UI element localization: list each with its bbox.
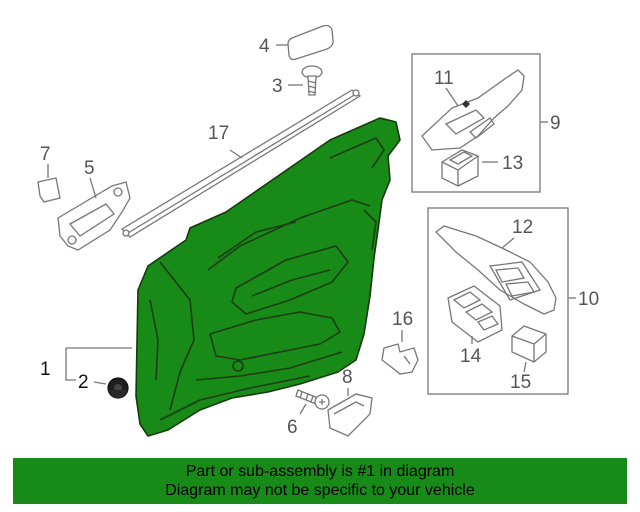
callout-15[interactable]: 15 — [510, 372, 531, 393]
part-1-door-trim-panel[interactable] — [135, 117, 401, 437]
part-6-screw[interactable] — [295, 389, 330, 410]
callout-14[interactable]: 14 — [460, 346, 482, 367]
part-16-bracket[interactable] — [381, 343, 419, 375]
callout-8[interactable]: 8 — [342, 367, 353, 388]
leader-6 — [299, 403, 307, 415]
group-box-9 — [411, 53, 541, 193]
callout-16[interactable]: 16 — [392, 309, 413, 330]
part-17-molding-strip[interactable] — [120, 89, 362, 238]
banner-line-1: Part or sub-assembly is #1 in diagram — [185, 463, 455, 480]
part-12-switch-panel[interactable] — [435, 225, 557, 315]
leader-1 — [65, 347, 132, 381]
part-3-screw[interactable] — [301, 65, 323, 96]
callout-5[interactable]: 5 — [84, 158, 95, 179]
callout-1[interactable]: 1 — [40, 359, 51, 380]
leader-12 — [501, 237, 515, 249]
callout-13[interactable]: 13 — [502, 153, 523, 174]
part-11-switch-bezel[interactable] — [421, 69, 525, 151]
callout-10[interactable]: 10 — [578, 289, 599, 310]
part-13-window-switch[interactable] — [441, 149, 479, 187]
parts-diagram: 17 4 3 7 5 1 — [37, 24, 599, 438]
callout-11[interactable]: 11 — [434, 68, 454, 89]
part-8-trim-pad[interactable] — [327, 393, 373, 437]
leader-17 — [229, 149, 243, 159]
leader-15 — [523, 361, 527, 373]
callout-7[interactable]: 7 — [40, 144, 51, 165]
info-banner: Part or sub-assembly is #1 in diagram Di… — [13, 458, 627, 504]
callout-12[interactable]: 12 — [512, 217, 533, 238]
part-4-cover[interactable] — [287, 24, 334, 61]
leader-2 — [93, 381, 107, 385]
leader-5 — [89, 177, 97, 199]
callout-17[interactable]: 17 — [208, 123, 229, 144]
leader-11 — [445, 87, 459, 107]
part-7-clip[interactable] — [37, 177, 61, 203]
callout-6[interactable]: 6 — [287, 417, 298, 438]
callout-9[interactable]: 9 — [550, 113, 561, 134]
callout-2[interactable]: 2 — [78, 372, 89, 393]
callout-3[interactable]: 3 — [272, 76, 283, 97]
part-5-inner-handle[interactable] — [57, 181, 131, 251]
callout-4[interactable]: 4 — [259, 36, 270, 57]
part-14-switch-assy[interactable] — [447, 285, 503, 343]
part-15-switch[interactable] — [511, 325, 547, 363]
banner-line-2: Diagram may not be specific to your vehi… — [165, 482, 475, 499]
group-box-10 — [427, 207, 569, 395]
part-2-push-clip[interactable] — [107, 377, 129, 399]
